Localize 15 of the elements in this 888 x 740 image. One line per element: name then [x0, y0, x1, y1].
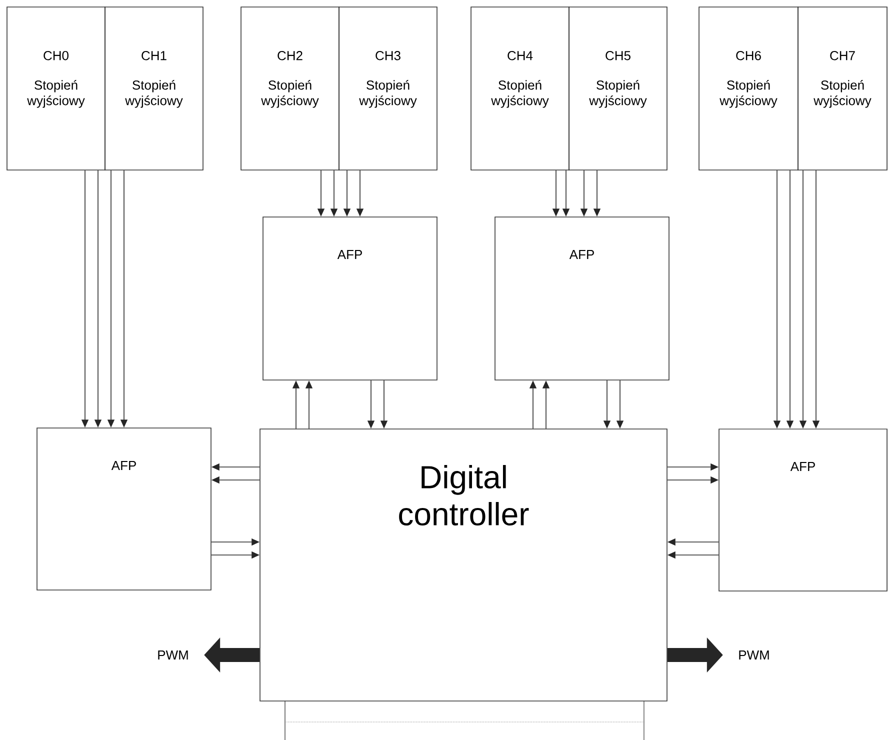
signal-label: PWM [739, 650, 769, 660]
output-stage-box: CH0 Stopień wyjściowy [6, 6, 106, 170]
output-stage-box: CH2 Stopień wyjściowy [240, 6, 340, 170]
controller-box: Digital controller [260, 428, 668, 702]
afp-box: AFP [262, 216, 438, 380]
output-stage-box: CH6 Stopień wyjściowy [698, 6, 798, 170]
output-stage-box: CH4 Stopień wyjściowy [470, 6, 570, 170]
output-stage-box: CH5 Stopień wyjściowy [568, 6, 668, 170]
afp-box: AFP [718, 428, 888, 592]
afp-box: AFP [36, 428, 212, 590]
afp-box: AFP [494, 216, 670, 380]
output-stage-box: CH1 Stopień wyjściowy [104, 6, 204, 170]
output-stage-box: CH7 Stopień wyjściowy [798, 6, 888, 170]
output-stage-box: CH3 Stopień wyjściowy [338, 6, 438, 170]
signal-label: PWM [158, 650, 188, 660]
